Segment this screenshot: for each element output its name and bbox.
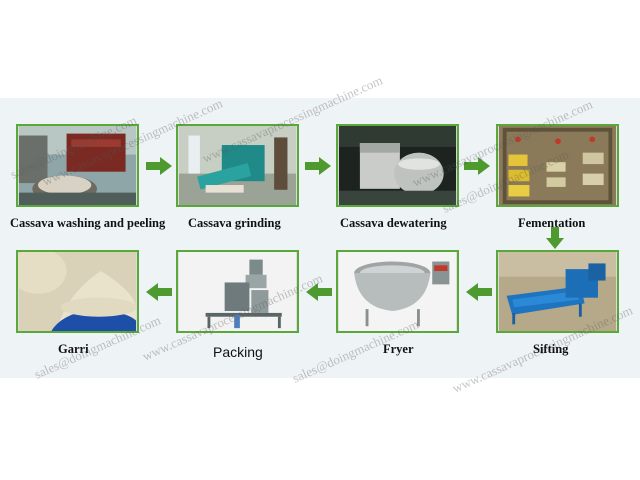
step-label-packing: Packing [213, 344, 263, 360]
arrow-right-3 [464, 157, 490, 175]
arrow-right-2 [305, 157, 331, 175]
sifting-photo [496, 250, 619, 333]
arrow-left-1 [466, 283, 492, 301]
fryer-photo [336, 250, 459, 333]
arrow-right-1 [146, 157, 172, 175]
step-label-dewatering: Cassava dewatering [340, 216, 447, 230]
dewatering-photo [336, 124, 459, 207]
arrow-left-3 [146, 283, 172, 301]
washing-peeling-photo [16, 124, 139, 207]
garri-photo [16, 250, 139, 333]
step-label-sifting: Sifting [533, 342, 569, 356]
step-label-garri: Garri [58, 342, 89, 356]
grinding-photo [176, 124, 299, 207]
arrow-left-2 [306, 283, 332, 301]
arrow-down [546, 227, 564, 249]
packing-photo [176, 250, 299, 333]
fermentation-photo [496, 124, 619, 207]
step-label-fermentation: Fementation [518, 216, 586, 230]
step-label-grinding: Cassava grinding [188, 216, 281, 230]
step-label-washing-peeling: Cassava washing and peeling [10, 216, 166, 230]
step-label-fryer: Fryer [383, 342, 414, 356]
